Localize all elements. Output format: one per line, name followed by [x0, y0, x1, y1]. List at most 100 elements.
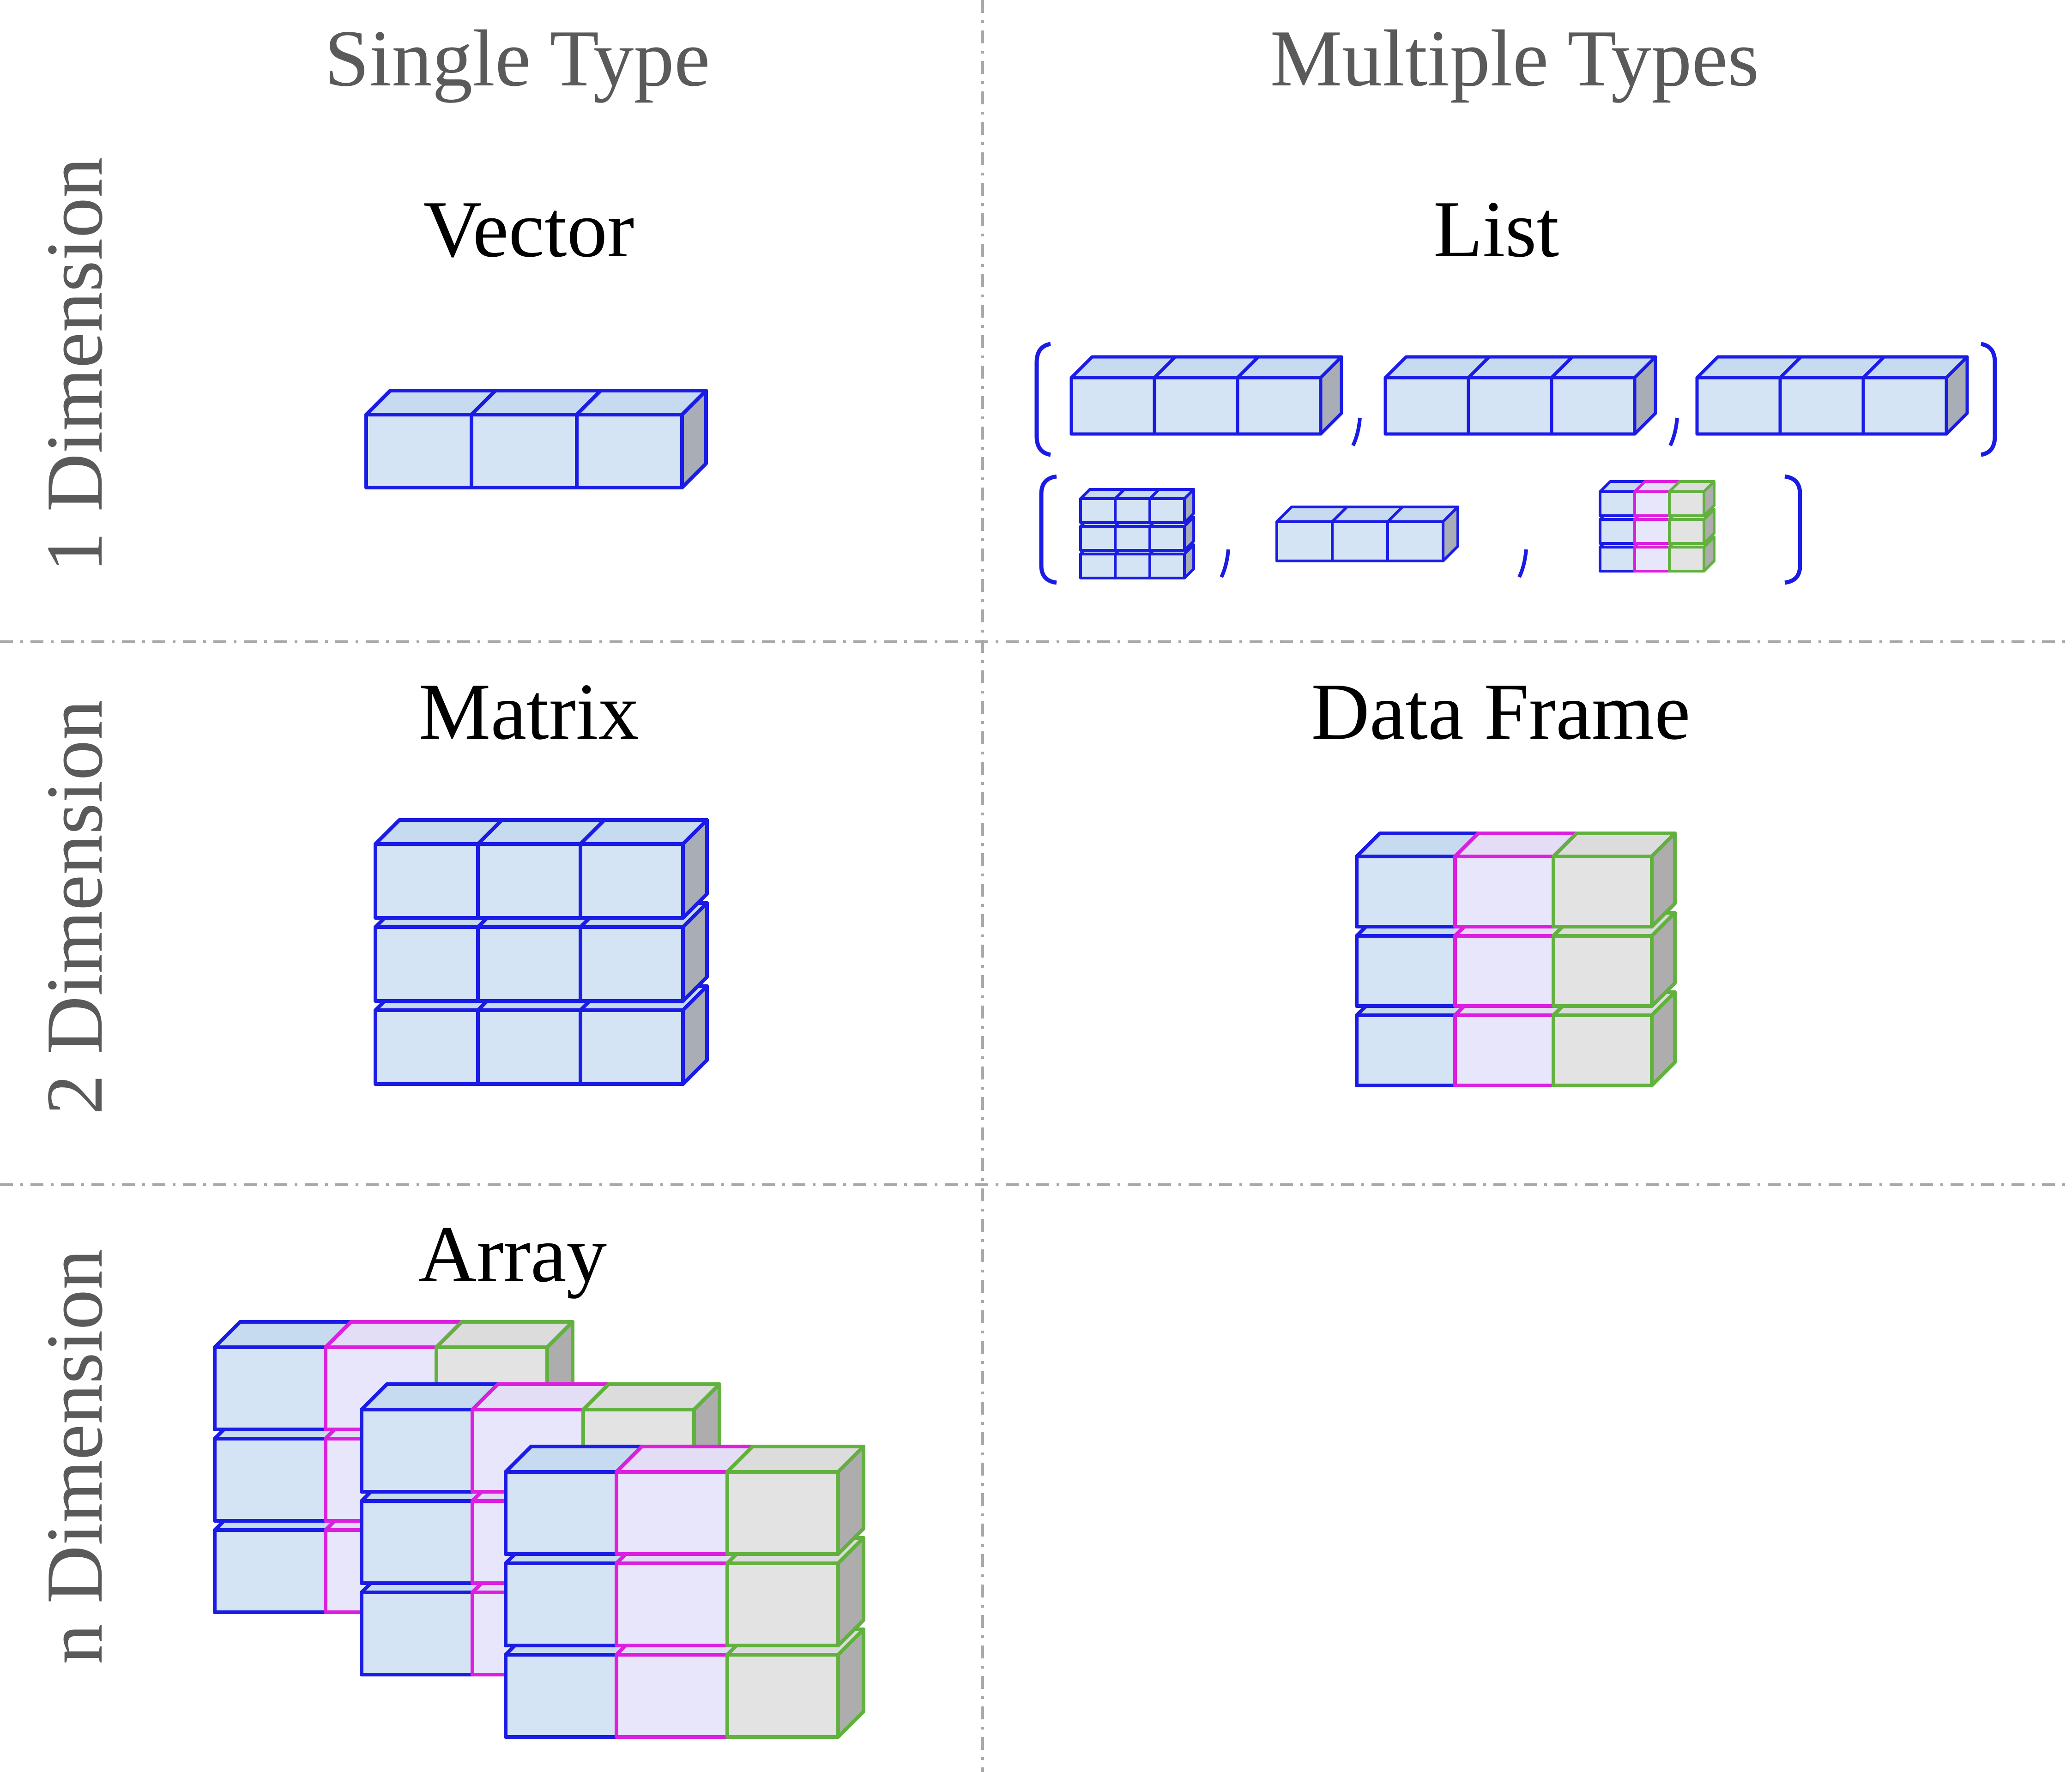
label-array: Array — [418, 1209, 607, 1299]
cube-front — [1861, 376, 1948, 436]
cube-front — [1552, 1013, 1654, 1087]
cube-front — [615, 1653, 729, 1739]
cube-front — [1148, 525, 1186, 552]
cube-front — [725, 1470, 840, 1556]
cube-front — [374, 925, 480, 1003]
data-frame-blocks — [1355, 832, 1677, 1087]
cube-front — [470, 413, 579, 489]
cube-front — [360, 1591, 474, 1676]
cube-front — [1383, 376, 1470, 436]
cube-block — [1550, 355, 1657, 436]
cube-block — [1668, 480, 1716, 517]
cube-block — [1861, 355, 1969, 436]
cube-front — [1633, 490, 1671, 517]
cube-front — [1079, 525, 1117, 552]
cube-block — [1386, 506, 1459, 562]
cube-front — [1148, 553, 1186, 579]
cube-front — [476, 925, 582, 1003]
cube-front — [1275, 520, 1334, 562]
cube-front — [1331, 520, 1389, 562]
cube-front — [1453, 855, 1555, 928]
cube-front — [615, 1470, 729, 1556]
list-inner-right-bracket — [1784, 474, 1802, 585]
cube-front — [360, 1408, 474, 1494]
cube-front — [1355, 1013, 1457, 1087]
cube-front — [1599, 546, 1636, 573]
label-list: List — [1433, 184, 1559, 274]
cube-front — [1079, 553, 1117, 579]
list-comma-2 — [1668, 417, 1679, 446]
cube-front — [1114, 553, 1151, 579]
cube-front — [374, 842, 480, 920]
vector-blocks — [364, 389, 708, 489]
cube-front — [1599, 490, 1636, 517]
list-comma-4 — [1517, 549, 1528, 578]
cube-front — [1114, 497, 1151, 524]
cube-front — [364, 413, 473, 489]
cube-front — [1668, 490, 1705, 517]
cube-front — [1550, 376, 1637, 436]
cube-front — [1633, 518, 1671, 545]
cube-front — [725, 1653, 840, 1739]
list-comma-3 — [1220, 549, 1230, 578]
cube-front — [213, 1437, 327, 1523]
cube-front — [1778, 376, 1865, 436]
cube-block — [575, 389, 708, 489]
cube-front — [1153, 376, 1239, 436]
cube-front — [1552, 855, 1654, 928]
label-matrix: Matrix — [419, 667, 639, 756]
row-header-n-dimension: n Dimension — [30, 1249, 119, 1664]
cube-front — [1599, 518, 1636, 545]
cube-front — [1069, 376, 1156, 436]
cube-front — [1148, 497, 1186, 524]
cube-block — [1236, 355, 1343, 436]
row-header-1-dimension: 1 Dimension — [30, 157, 119, 572]
cube-front — [1079, 497, 1117, 524]
column-header-single-type: Single Type — [324, 13, 710, 103]
cube-front — [1386, 520, 1444, 562]
label-vector: Vector — [423, 184, 634, 274]
cube-block — [1148, 488, 1195, 524]
cube-front — [213, 1345, 327, 1431]
cube-front — [1668, 546, 1705, 573]
list-inner-left-bracket — [1039, 474, 1057, 585]
cube-front — [1355, 855, 1457, 928]
cube-block — [579, 818, 709, 920]
list-left-bracket — [1034, 342, 1051, 457]
cube-front — [476, 842, 582, 920]
cube-front — [1453, 1013, 1555, 1087]
cube-block — [725, 1445, 865, 1556]
cube-front — [213, 1528, 327, 1614]
cube-front — [360, 1499, 474, 1585]
cube-front — [579, 925, 685, 1003]
cube-front — [504, 1653, 618, 1739]
cube-front — [1552, 934, 1654, 1008]
cube-front — [1633, 546, 1671, 573]
cube-front — [504, 1470, 618, 1556]
cube-front — [1236, 376, 1323, 436]
array-blocks — [213, 1320, 865, 1739]
cube-front — [1453, 934, 1555, 1008]
matrix-blocks — [374, 818, 709, 1086]
cube-block — [1552, 832, 1677, 928]
cube-front — [725, 1561, 840, 1647]
cube-front — [374, 1008, 480, 1086]
cube-front — [1355, 934, 1457, 1008]
cube-front — [1467, 376, 1553, 436]
cube-front — [1114, 525, 1151, 552]
cube-front — [575, 413, 684, 489]
column-header-multiple-types: Multiple Types — [1270, 13, 1759, 103]
label-data-frame: Data Frame — [1311, 667, 1690, 756]
cube-front — [579, 1008, 685, 1086]
list-comma-1 — [1351, 417, 1362, 446]
cube-front — [615, 1561, 729, 1647]
row-header-2-dimension: 2 Dimension — [30, 699, 119, 1115]
cube-front — [504, 1561, 618, 1647]
list-blocks — [1034, 342, 1997, 585]
cube-front — [1668, 518, 1705, 545]
cube-front — [476, 1008, 582, 1086]
list-right-bracket — [1980, 342, 1997, 457]
cube-front — [579, 842, 685, 920]
